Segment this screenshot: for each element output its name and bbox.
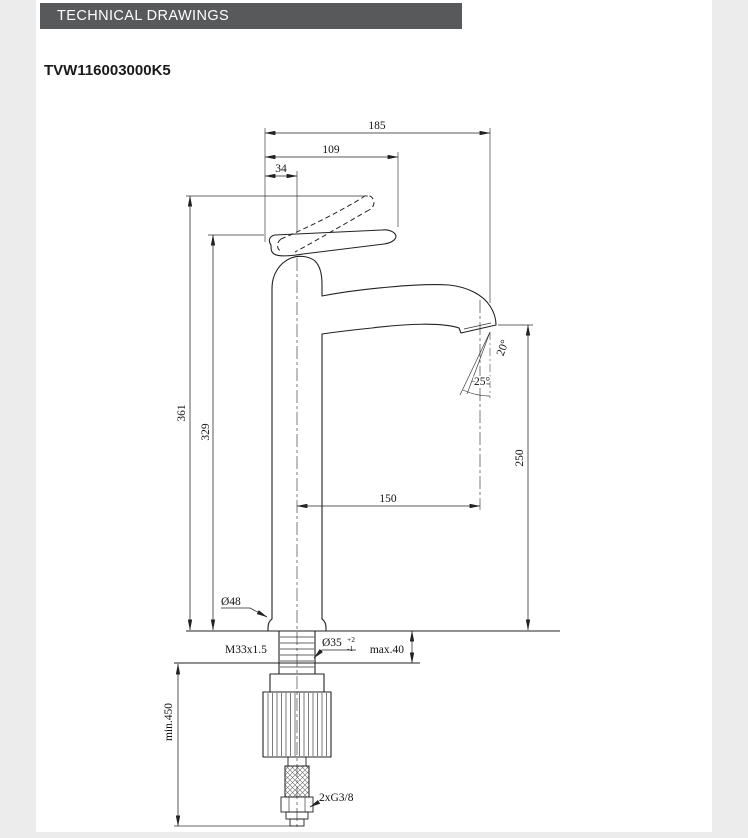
label-angle-outer: 20°: [495, 338, 512, 358]
supply-hose: [280, 756, 314, 827]
leader-hose-connection: [309, 799, 321, 808]
braided-hose: [284, 765, 310, 798]
label-handle-height: 329: [200, 423, 212, 441]
centerline: [296, 258, 481, 830]
faucet-body: [267, 229, 497, 632]
leader-lines: [221, 607, 356, 808]
lever-handle: [268, 229, 397, 257]
label-hole-tol-plus: +2: [347, 635, 355, 644]
outlet-angle-annotation: [459, 331, 491, 398]
lever-raised-position: [277, 195, 375, 253]
page-background: [36, 0, 712, 832]
dimension-labels: 185 109 34 361 329 250 150 min.450 max.4…: [163, 120, 526, 804]
label-base-diameter: Ø48: [221, 596, 241, 608]
label-hole-tol-minus: -1: [347, 644, 353, 653]
product-code: TVW116003000K5: [44, 62, 171, 79]
label-angle-inner: 25°: [474, 376, 491, 388]
aerator-line: [463, 322, 492, 330]
leader-base-diameter: [221, 607, 268, 618]
section-header: TECHNICAL DRAWINGS: [40, 3, 462, 29]
spout-outlet: [458, 324, 497, 334]
label-outlet-height: 250: [514, 449, 526, 467]
spout-underside: [321, 323, 460, 335]
extension-lines: [174, 128, 533, 827]
spout-top: [321, 284, 497, 326]
section-title: TECHNICAL DRAWINGS: [57, 8, 230, 24]
label-spout-reach: 150: [379, 493, 397, 505]
dimension-lines: [175, 130, 531, 827]
label-total-height: 361: [176, 404, 188, 422]
label-total-length: 185: [368, 120, 386, 132]
label-handle-length: 109: [322, 144, 340, 156]
label-axis-offset: 34: [275, 163, 287, 175]
cartridge-dome: [271, 255, 323, 293]
label-hole-diameter: Ø35: [322, 637, 342, 649]
label-hose-connection: 2xG3/8: [319, 792, 354, 804]
label-thread-spec: M33x1.5: [225, 644, 267, 656]
label-deck-max: max.40: [370, 644, 404, 656]
leader-hole-diameter: [313, 649, 356, 659]
label-hose-min: min.450: [163, 703, 175, 741]
hose-tip: [289, 818, 305, 827]
